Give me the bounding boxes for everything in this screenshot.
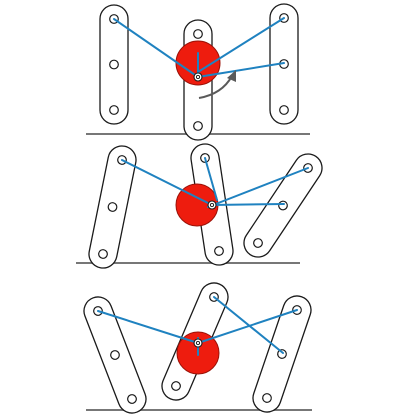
pivot-center bbox=[195, 340, 201, 346]
cable-line bbox=[213, 296, 284, 354]
middle-hole bbox=[109, 59, 119, 70]
middle-hole bbox=[107, 202, 118, 212]
panel-3 bbox=[83, 282, 312, 414]
top-hole bbox=[193, 29, 203, 39]
rotation-arrowhead-icon bbox=[227, 70, 236, 82]
bottom-hole bbox=[127, 394, 137, 404]
cable-line bbox=[211, 203, 285, 206]
bottom-hole bbox=[193, 121, 203, 131]
cable-line bbox=[113, 18, 199, 78]
bottom-hole bbox=[253, 238, 263, 248]
bottom-hole bbox=[262, 393, 272, 403]
bottom-hole bbox=[109, 105, 119, 115]
bottom-hole bbox=[279, 105, 289, 115]
pivot-center bbox=[195, 74, 201, 80]
right-link bbox=[252, 295, 312, 413]
cable-line bbox=[197, 309, 298, 344]
right-link bbox=[243, 153, 323, 258]
cable-line bbox=[197, 17, 285, 73]
cable-line bbox=[121, 159, 213, 206]
left-link bbox=[99, 4, 129, 125]
middle-hole bbox=[110, 350, 120, 360]
cable-line bbox=[197, 62, 285, 78]
cable-line bbox=[207, 167, 309, 208]
cable-line bbox=[97, 310, 199, 344]
left-link bbox=[88, 145, 137, 269]
cable-line bbox=[204, 157, 218, 201]
panel-1 bbox=[86, 3, 310, 141]
bottom-hole bbox=[98, 249, 108, 259]
bottom-hole bbox=[171, 381, 181, 391]
middle-hole bbox=[277, 349, 287, 359]
panel-2 bbox=[76, 143, 323, 269]
left-link bbox=[83, 296, 147, 414]
bottom-hole bbox=[214, 246, 224, 256]
pivot-center bbox=[209, 202, 215, 208]
